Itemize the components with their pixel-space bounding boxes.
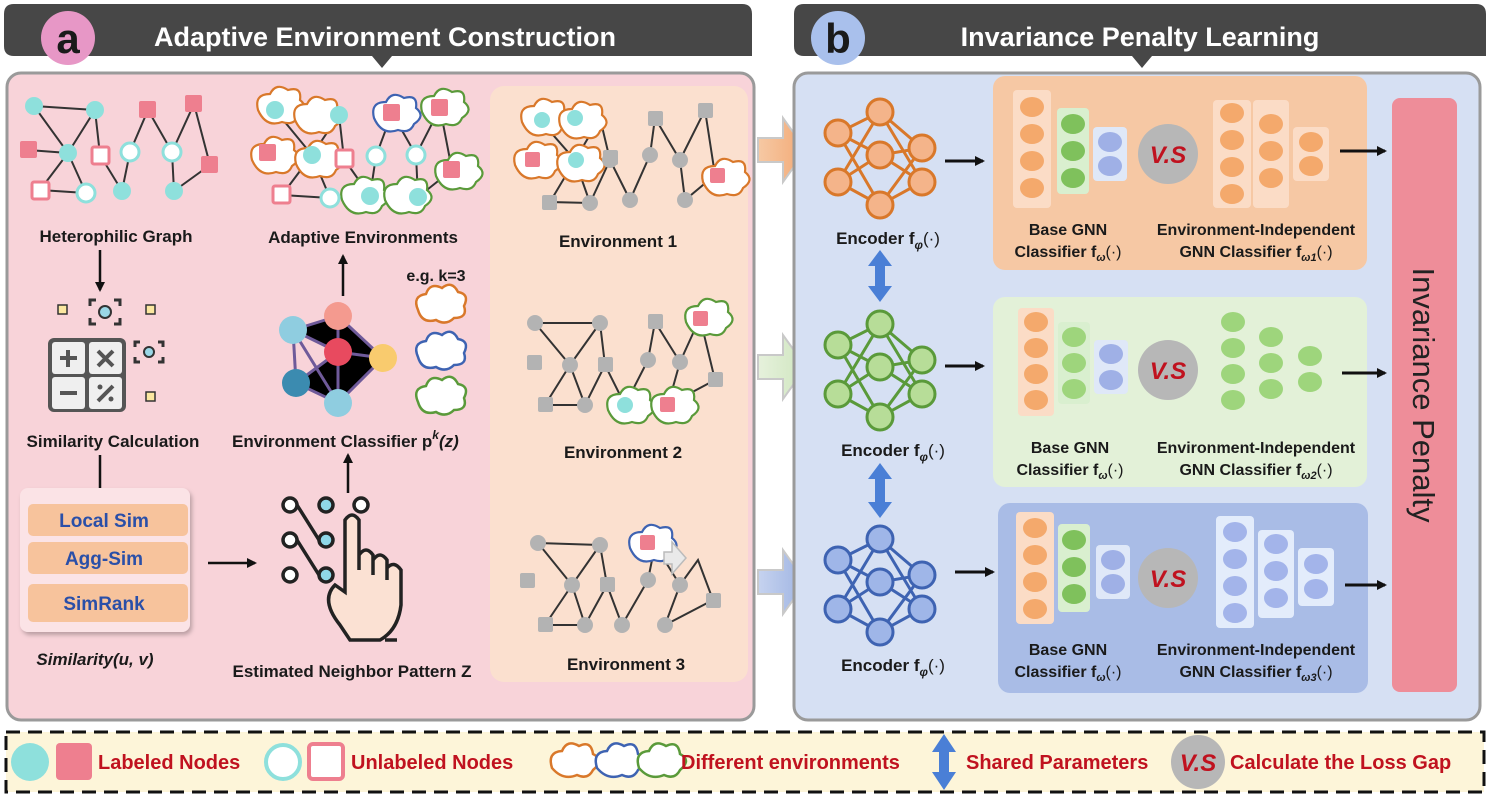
panel-b-title: Invariance Penalty Learning — [961, 22, 1320, 52]
env-classifier-1-icon — [1213, 100, 1329, 208]
base-classifier-2-icon — [1018, 308, 1128, 416]
base-classifier-1-label: Base GNN — [1029, 222, 1107, 239]
invariance-penalty-label: Invariance Penalty — [1406, 267, 1441, 523]
legend-env-green-icon — [636, 742, 688, 779]
sim-method-local-label: Local Sim — [59, 511, 149, 532]
unlabeled-node-circle-icon — [264, 743, 302, 781]
heterophilic-graph-label: Heterophilic Graph — [39, 227, 192, 246]
sim-method-agg — [28, 542, 188, 574]
panel-a-title: Adaptive Environment Construction — [154, 22, 616, 52]
environment-2-label: Environment 2 — [564, 443, 682, 462]
base-classifier-1-icon — [1013, 90, 1127, 208]
env-cloud-orange-icon — [415, 283, 468, 324]
panel-a: a Adaptive Environment Construction Hete… — [4, 4, 756, 722]
env-classifier-2-icon — [1221, 312, 1322, 410]
environments-column — [490, 86, 748, 682]
legend-box — [4, 730, 1486, 794]
sim-method-list: Local Sim Agg-Sim SimRank — [28, 504, 188, 622]
environment-1-label: Environment 1 — [559, 232, 677, 251]
base-classifier-2-label: Base GNN — [1031, 440, 1109, 457]
labeled-node-square-icon — [56, 743, 92, 780]
base-classifier-1-fn: Classifier fω(·) — [1015, 244, 1122, 264]
legend-shared-parameters-icon — [932, 734, 956, 790]
sim-method-simrank — [28, 584, 188, 622]
base-classifier-2-fn: Classifier fω(·) — [1017, 462, 1124, 482]
encoder-3-label: Encoder fφ(·) — [841, 656, 945, 679]
base-classifier-3-icon — [1016, 512, 1130, 624]
svg-text:V.S: V.S — [1150, 142, 1186, 169]
legend-env-orange-icon — [549, 742, 601, 779]
env-classifier-3-icon — [1216, 516, 1334, 628]
base-classifier-3-fn: Classifier fω(·) — [1015, 664, 1122, 684]
environment-3-graph — [520, 523, 721, 633]
encoder-1-label: Encoder fφ(·) — [836, 229, 940, 252]
legend-vs-text: V.S — [1180, 750, 1216, 777]
heterophilic-graph — [20, 95, 218, 204]
similarity-calculation-label: Similarity Calculation — [27, 432, 200, 451]
legend-vs-icon — [1171, 735, 1225, 789]
panel-b-badge — [811, 11, 865, 65]
sim-method-agg-label: Agg-Sim — [65, 549, 143, 570]
neighbor-pattern-icon — [281, 496, 403, 642]
encoder-3-icon — [823, 524, 937, 647]
panel-b-header — [794, 4, 1486, 68]
k-example-label: e.g. k=3 — [406, 268, 465, 285]
legend-labeled-nodes: Labeled Nodes — [98, 752, 240, 774]
labeled-node-circle-icon — [11, 743, 49, 781]
env-cloud-blue-icon — [415, 330, 468, 371]
sim-method-local — [28, 504, 188, 536]
panel-b: b Invariance Penalty Learning — [792, 4, 1486, 722]
calculator-icon — [48, 298, 165, 412]
env-classifier-3-fn: GNN Classifier fω3(·) — [1179, 664, 1332, 684]
vs-3-icon: V.S — [1138, 548, 1198, 608]
encoder-2-icon — [823, 309, 937, 432]
legend-different-environments: Different environments — [681, 752, 900, 774]
adaptive-environments-label: Adaptive Environments — [268, 228, 458, 247]
env-classifier-2-label: Environment-Independent — [1157, 440, 1356, 457]
env-classifier-2-fn: GNN Classifier fω2(·) — [1179, 462, 1332, 482]
encoder-2-label: Encoder fφ(·) — [841, 441, 945, 464]
vs-1-icon: V.S — [1138, 124, 1198, 184]
shared-parameter-arrow-1 — [868, 250, 892, 302]
invariance-penalty-bar — [1392, 98, 1457, 692]
unlabeled-node-square-icon — [307, 742, 345, 781]
panel-a-header — [4, 4, 752, 68]
environment-classifier-label: Environment Classifier pk(z) — [232, 428, 459, 451]
shared-parameter-arrow-2 — [868, 463, 892, 518]
vs-2-icon: V.S — [1138, 340, 1198, 400]
env-classifier-1-label: Environment-Independent — [1157, 222, 1356, 239]
legend-env-blue-icon — [594, 742, 646, 779]
environment-1-graph — [513, 97, 751, 211]
svg-text:V.S: V.S — [1150, 358, 1186, 385]
neighbor-pattern-label: Estimated Neighbor Pattern Z — [233, 662, 472, 681]
legend-shared-parameters: Shared Parameters — [966, 752, 1148, 774]
legend-loss-gap: Calculate the Loss Gap — [1230, 752, 1451, 774]
sim-method-simrank-label: SimRank — [63, 594, 145, 615]
env-classifier-1-fn: GNN Classifier fω1(·) — [1179, 244, 1332, 264]
panel-b-badge-letter: b — [825, 15, 851, 62]
panel-a-badge — [41, 11, 95, 65]
legend-unlabeled-nodes: Unlabeled Nodes — [351, 752, 513, 774]
adaptive-environments-graph — [250, 85, 484, 215]
panel-a-badge-letter: a — [56, 15, 80, 62]
environment-2-graph — [527, 297, 734, 425]
similarity-function-label: Similarity(u, v) — [36, 650, 153, 669]
env-cloud-green-icon — [415, 375, 468, 416]
legend: Labeled Nodes Unlabeled Nodes Different … — [4, 730, 1486, 794]
environment-3-label: Environment 3 — [567, 655, 685, 674]
svg-text:V.S: V.S — [1150, 566, 1186, 593]
environment-classifier-graph — [279, 302, 397, 417]
encoder-1-icon — [823, 97, 937, 220]
base-classifier-3-label: Base GNN — [1029, 642, 1107, 659]
env-classifier-3-label: Environment-Independent — [1157, 642, 1356, 659]
